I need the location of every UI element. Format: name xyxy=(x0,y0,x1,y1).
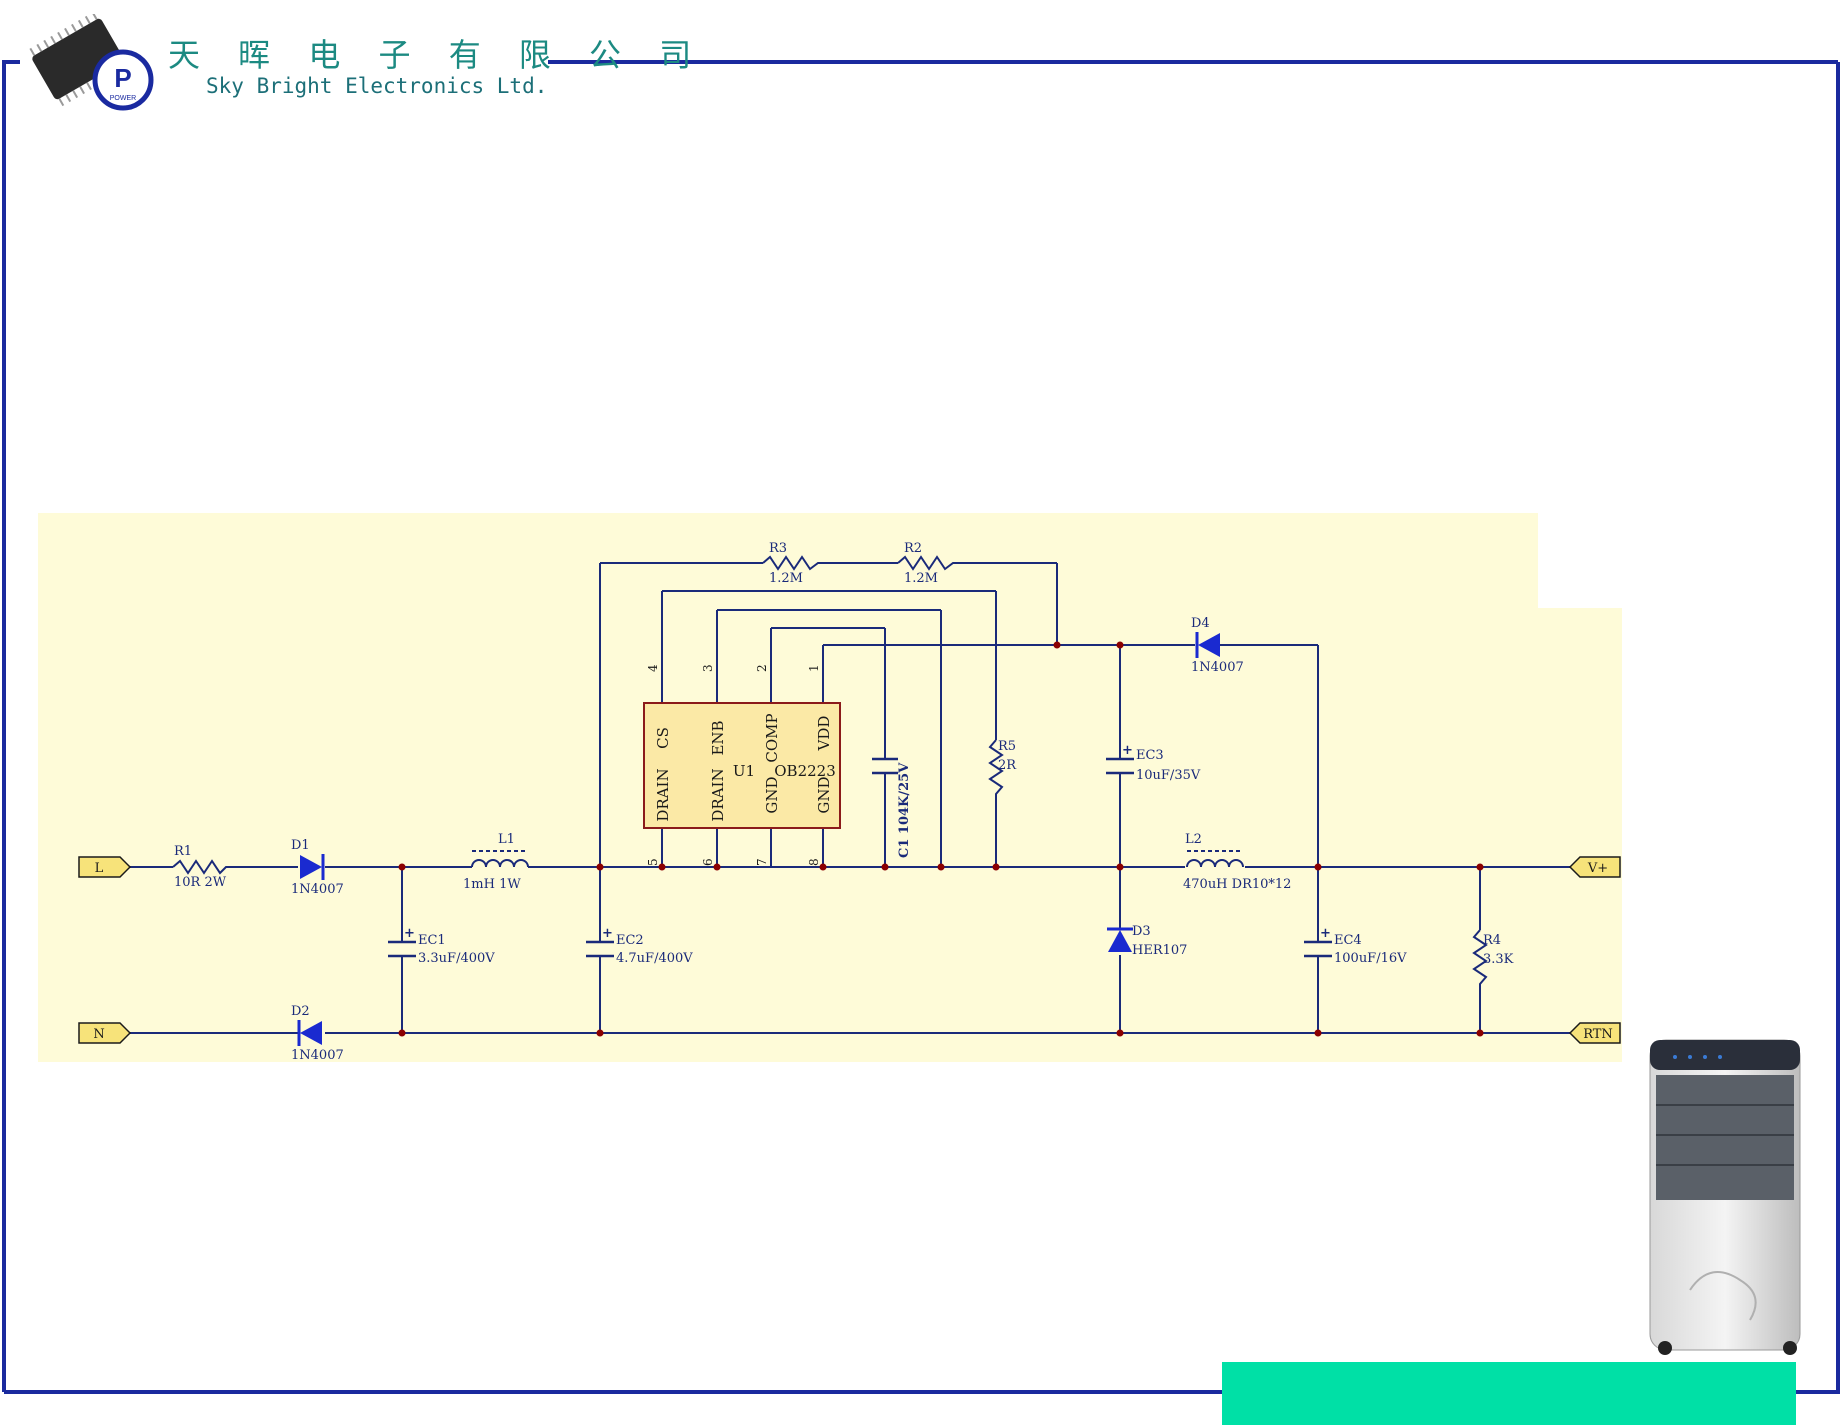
R5-value: 2R xyxy=(998,758,1017,773)
port-rtn xyxy=(1568,1022,1621,1044)
EC2-plus: + xyxy=(602,926,613,941)
port-L xyxy=(78,856,132,878)
resistor-R4 xyxy=(1472,929,1488,988)
logo-letter: P xyxy=(114,63,131,93)
R2-ref: R2 xyxy=(904,541,922,556)
U1-pin-GND-8: GND xyxy=(815,776,833,813)
EC4-ref: EC4 xyxy=(1334,933,1362,948)
cooler-louvres xyxy=(1656,1104,1794,1166)
cooler-top-panel xyxy=(1650,1040,1800,1070)
chip-body xyxy=(32,18,124,100)
U1-num-3: 3 xyxy=(701,664,715,672)
R1-ref: R1 xyxy=(174,844,192,859)
inductor-L1 xyxy=(470,850,530,868)
D2-value: 1N4007 xyxy=(291,1048,344,1063)
resistor-R1 xyxy=(172,859,230,875)
accent-bar xyxy=(1222,1362,1796,1425)
R5-ref: R5 xyxy=(998,739,1016,754)
D1-ref: D1 xyxy=(291,838,310,853)
resistor-R2 xyxy=(897,555,958,571)
L1-ref: L1 xyxy=(498,832,515,847)
inductor-L2 xyxy=(1186,850,1244,868)
R4-ref: R4 xyxy=(1483,933,1501,948)
port-vplus-label: V+ xyxy=(1587,861,1608,876)
EC3-ref: EC3 xyxy=(1136,748,1164,763)
junction-dots xyxy=(398,641,1484,1037)
U1-num-1: 1 xyxy=(807,664,821,672)
diode-D3 xyxy=(1107,927,1133,952)
U1-num-2: 2 xyxy=(755,664,769,672)
U1-pin-VDD: VDD xyxy=(815,716,833,752)
U1-pin-DRAIN-5: DRAIN xyxy=(654,768,672,821)
capacitor-EC2 xyxy=(586,940,614,958)
port-N-label: N xyxy=(93,1027,104,1042)
air-cooler-image xyxy=(1649,1039,1801,1355)
D1-value: 1N4007 xyxy=(291,882,344,897)
R4-value: 3.3K xyxy=(1483,952,1514,967)
R2-value: 1.2M xyxy=(904,571,938,586)
cooler-decoration xyxy=(1689,1271,1757,1321)
L2-value: 470uH DR10*12 xyxy=(1183,877,1291,892)
EC2-value: 4.7uF/400V xyxy=(616,951,693,966)
capacitor-EC1 xyxy=(388,940,416,958)
U1-ref: U1 xyxy=(733,762,755,780)
diode-D2 xyxy=(297,1020,322,1046)
cooler-led-row xyxy=(1673,1055,1722,1059)
cooler-wheel-right xyxy=(1783,1341,1797,1355)
D2-ref: D2 xyxy=(291,1004,310,1019)
port-rtn-label: RTN xyxy=(1583,1027,1613,1042)
wires xyxy=(130,562,1570,1034)
company-logo: P POWER xyxy=(29,14,154,111)
U1-pin-GND-7: GND xyxy=(763,776,781,813)
C1-label: C1 104K/25V xyxy=(897,762,912,858)
R1-value: 10R 2W xyxy=(174,875,227,890)
D3-ref: D3 xyxy=(1132,924,1151,939)
EC4-value: 100uF/16V xyxy=(1334,951,1407,966)
R3-value: 1.2M xyxy=(769,571,803,586)
EC1-value: 3.3uF/400V xyxy=(418,951,495,966)
capacitor-C1 xyxy=(872,757,898,775)
port-vplus xyxy=(1568,856,1621,878)
ic-U1-body xyxy=(643,702,841,829)
U1-num-4: 4 xyxy=(646,664,660,672)
U1-pin-COMP: COMP xyxy=(763,713,781,762)
EC1-ref: EC1 xyxy=(418,933,446,948)
cooler-louvre-panel xyxy=(1656,1075,1794,1200)
diode-D1 xyxy=(300,854,325,880)
U1-num-6: 6 xyxy=(701,858,715,866)
cooler-wheel-left xyxy=(1658,1341,1672,1355)
D4-ref: D4 xyxy=(1191,616,1210,631)
EC1-plus: + xyxy=(404,926,415,941)
diode-D4 xyxy=(1195,632,1220,658)
company-name-en: Sky Bright Electronics Ltd. xyxy=(206,74,548,98)
U1-num-7: 7 xyxy=(755,858,769,866)
D4-value: 1N4007 xyxy=(1191,660,1244,675)
EC2-ref: EC2 xyxy=(616,933,644,948)
U1-pin-DRAIN-6: DRAIN xyxy=(709,768,727,821)
resistor-R5 xyxy=(988,739,1004,798)
logo-text: POWER xyxy=(110,95,136,102)
company-name-cn: 天 晖 电 子 有 限 公 司 xyxy=(168,36,706,74)
L2-ref: L2 xyxy=(1185,832,1202,847)
L1-value: 1mH 1W xyxy=(463,877,521,892)
U1-pin-CS: CS xyxy=(654,727,672,749)
resistor-R3 xyxy=(762,555,823,571)
port-L-label: L xyxy=(95,861,104,876)
U1-num-5: 5 xyxy=(646,858,660,866)
D3-value: HER107 xyxy=(1132,943,1187,958)
EC4-plus: + xyxy=(1320,926,1331,941)
EC3-value: 10uF/35V xyxy=(1136,768,1201,783)
R3-ref: R3 xyxy=(769,541,787,556)
U1-pin-ENB: ENB xyxy=(709,720,727,755)
capacitor-EC3 xyxy=(1106,757,1134,775)
logo-circle xyxy=(92,49,154,111)
U1-num-8: 8 xyxy=(807,858,821,866)
U1-part: OB2223 xyxy=(774,762,836,780)
EC3-plus: + xyxy=(1122,743,1133,758)
port-N xyxy=(78,1022,132,1044)
capacitor-EC4 xyxy=(1304,940,1332,958)
